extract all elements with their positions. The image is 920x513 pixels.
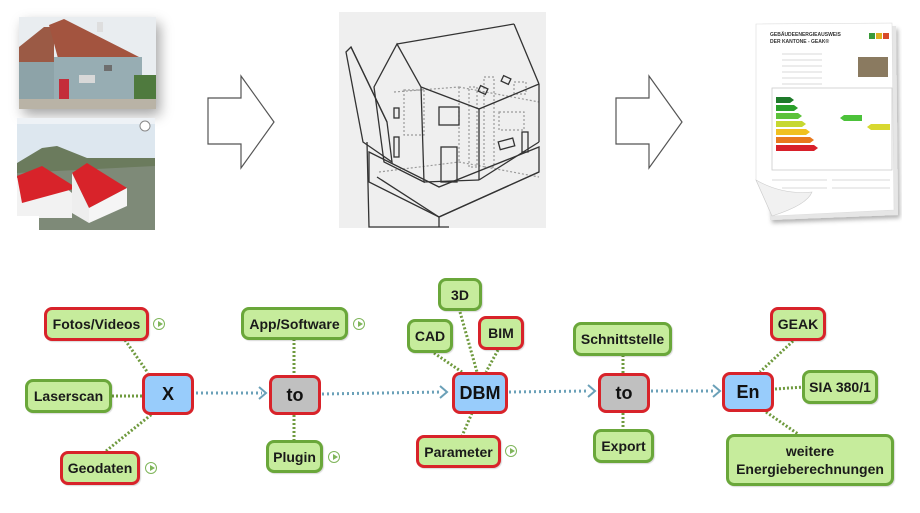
hub-x[interactable]: X [142, 373, 194, 415]
node-3d[interactable]: 3D [438, 278, 482, 311]
hub-en[interactable]: En [722, 372, 774, 412]
flow-line [508, 389, 590, 394]
flow-arrowhead-icon [587, 384, 597, 398]
connector-line [774, 385, 805, 391]
node-weitere-energieberechnungen[interactable]: weitere Energieberechnungen [726, 434, 894, 486]
house-photo [19, 17, 156, 109]
flow-line [321, 390, 443, 396]
3d-terrain-view [17, 118, 155, 230]
energy-certificate-document: GEBÄUDEENERGIEAUSWEIS DER KANTONE - GEAK… [752, 20, 902, 230]
connector-line [123, 339, 150, 374]
flow-arrowhead-icon [439, 385, 449, 399]
node-app-software[interactable]: App/Software [241, 307, 348, 340]
hub-to-2[interactable]: to [598, 373, 650, 413]
node-schnittstelle[interactable]: Schnittstelle [573, 322, 672, 356]
node-export[interactable]: Export [593, 429, 654, 463]
arrow-right-icon [207, 74, 275, 170]
3d-wireframe-house-model [339, 12, 546, 228]
connector-line [433, 351, 463, 374]
play-icon[interactable] [353, 318, 365, 330]
connector-line [458, 311, 479, 373]
connector-line [484, 349, 500, 373]
hub-dbm[interactable]: DBM [452, 372, 508, 414]
node-bim[interactable]: BIM [478, 316, 524, 350]
node-geak[interactable]: GEAK [770, 307, 826, 341]
node-laserscan[interactable]: Laserscan [25, 379, 112, 413]
play-icon[interactable] [153, 318, 165, 330]
connector-line [460, 412, 474, 437]
connector-line [765, 410, 799, 436]
play-icon[interactable] [505, 445, 517, 457]
play-icon[interactable] [145, 462, 157, 474]
certificate-title-line1: GEBÄUDEENERGIEAUSWEIS [770, 31, 842, 38]
hub-to-1[interactable]: to [269, 375, 321, 415]
connector-line [105, 412, 153, 453]
connector-line [758, 339, 795, 374]
node-cad[interactable]: CAD [407, 319, 453, 353]
node-sia-380-1[interactable]: SIA 380/1 [802, 370, 878, 404]
flow-arrowhead-icon [258, 386, 268, 400]
arrow-right-icon [615, 74, 683, 170]
certificate-title-line2: DER KANTONE - GEAK® [770, 38, 829, 45]
node-plugin[interactable]: Plugin [266, 440, 323, 473]
node-geodaten[interactable]: Geodaten [60, 451, 140, 485]
node-parameter[interactable]: Parameter [416, 435, 501, 468]
flow-arrowhead-icon [712, 384, 722, 398]
node-fotos-videos[interactable]: Fotos/Videos [44, 307, 149, 341]
play-icon[interactable] [328, 451, 340, 463]
